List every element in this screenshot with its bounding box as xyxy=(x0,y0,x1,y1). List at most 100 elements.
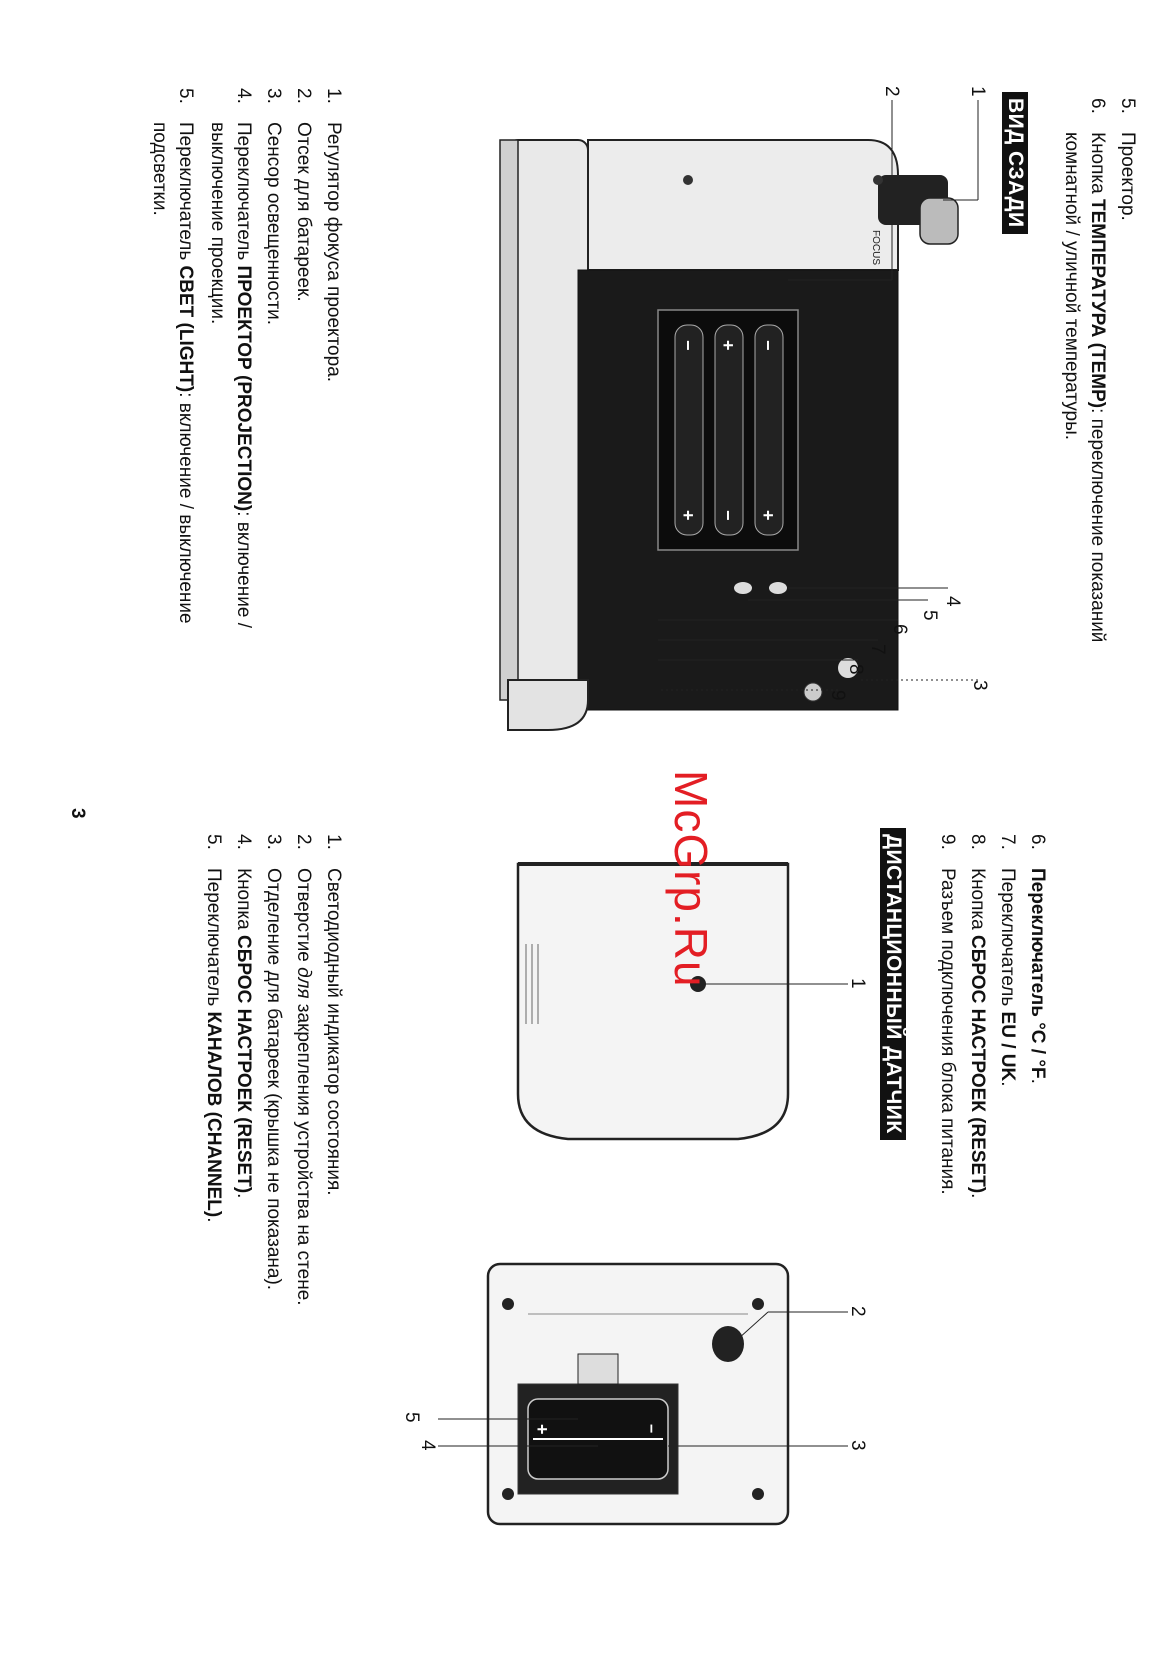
page-number: 3 xyxy=(67,808,88,819)
item-number: 5. xyxy=(203,834,224,850)
leader-lines xyxy=(438,1311,848,1447)
item-text: : включение / выключение xyxy=(175,392,196,624)
callout-9: 9 xyxy=(827,690,848,701)
list-item: 9.Разъем подключения блока питания. xyxy=(934,834,960,1195)
list-item: 1. Светодиодный индикатор состояния. xyxy=(320,834,346,1196)
left-column: 5.Проектор. 6. Кнопка ТЕМПЕРАТУРА (TEMP):… xyxy=(0,0,1168,819)
section-heading-rear-view: ВИД СЗАДИ xyxy=(1002,92,1028,234)
callout-1: 1 xyxy=(847,978,868,989)
item-text: Кнопка xyxy=(967,868,988,935)
sensor-front xyxy=(516,862,790,1141)
callout-7: 7 xyxy=(867,644,888,655)
item-bold-text: Переключатель °C / °F xyxy=(1027,868,1048,1079)
minus-sign: − xyxy=(678,340,698,351)
plus-sign: + xyxy=(758,510,778,521)
screw xyxy=(873,175,883,185)
item-number: 5. xyxy=(1117,98,1138,114)
screw xyxy=(502,1298,514,1310)
power-socket xyxy=(803,682,823,702)
item-continuation: подсветки. xyxy=(149,122,170,216)
plus-sign: + xyxy=(718,340,738,351)
item-text: Переключатель xyxy=(997,868,1018,1012)
list-item: 3. Сенсор освещенности. xyxy=(260,88,286,325)
item-text: Разъем подключения блока питания. xyxy=(937,868,958,1195)
battery xyxy=(754,324,784,536)
item-text: Отверстие xyxy=(293,868,314,968)
callout-4: 4 xyxy=(942,596,963,607)
battery xyxy=(714,324,744,536)
item-text: Отделение для батареек (крышка не показа… xyxy=(263,868,284,1291)
callout-1: 1 xyxy=(967,86,988,97)
right-column: 6.Переключатель °C / °F. 7.Переключатель… xyxy=(0,828,1168,1634)
callout-3: 3 xyxy=(847,1440,868,1451)
leader-lines xyxy=(658,100,979,691)
item-text: : включение / xyxy=(233,511,254,628)
right-end-cap xyxy=(507,679,589,731)
switch xyxy=(734,582,752,594)
callout-5: 5 xyxy=(919,610,940,621)
minus-sign: − xyxy=(642,1424,659,1433)
item-number: 4. xyxy=(233,88,254,104)
device-base-edge xyxy=(499,139,519,701)
status-led xyxy=(690,976,706,992)
switch xyxy=(769,582,787,594)
focus-knob-cap xyxy=(919,197,959,245)
minus-sign: − xyxy=(758,340,778,351)
item-text: . xyxy=(1027,1078,1048,1084)
item-italic-text: для xyxy=(293,967,314,999)
list-item: 2.Отверстие для закрепления устройства н… xyxy=(290,834,316,1306)
item-text: Светодиодный индикатор состояния. xyxy=(323,868,344,1196)
item-number: 1. xyxy=(323,834,344,850)
item-bold-text: СБРОС НАСТРОЕК (RESET) xyxy=(233,935,254,1194)
remote-sensor-figure: − + xyxy=(438,862,848,1526)
item-text: Кнопка xyxy=(233,868,254,935)
item-text: . xyxy=(203,1217,224,1223)
list-item: 2. Отсек для батареек. xyxy=(290,88,316,302)
screw xyxy=(752,1298,764,1310)
item-bold-text: ТЕМПЕРАТУРА (TEMP) xyxy=(1087,199,1108,409)
list-item: 3.Отделение для батареек (крышка не пока… xyxy=(260,834,286,1290)
item-number: 5. xyxy=(175,88,196,104)
item-number: 6. xyxy=(1087,98,1108,114)
item-bold-text: ПРОЕКТОР (PROJECTION) xyxy=(233,265,254,512)
callout-2: 2 xyxy=(847,1306,868,1317)
item-number: 8. xyxy=(967,834,988,850)
item-bold-text: СВЕТ (LIGHT) xyxy=(175,265,196,393)
item-text: Кнопка xyxy=(1087,132,1108,199)
item-number: 2. xyxy=(293,88,314,104)
callout-3: 3 xyxy=(969,680,990,691)
callout-8: 8 xyxy=(845,664,866,675)
list-item: 7. Переключатель EU / UK. xyxy=(994,834,1020,1087)
list-item: 8. Кнопка СБРОС НАСТРОЕК (RESET). xyxy=(964,834,990,1198)
screw xyxy=(752,1488,764,1500)
item-text: : переключение показаний xyxy=(1087,408,1108,643)
item-text: закрепления устройства на стене. xyxy=(293,998,314,1306)
projector-housing xyxy=(587,139,899,271)
focus-label: FOCUS xyxy=(870,230,881,265)
screw xyxy=(502,1488,514,1500)
device-base xyxy=(507,139,589,701)
wall-mount-hole xyxy=(712,1326,744,1362)
item-text: . xyxy=(967,1193,988,1199)
item-text: . xyxy=(997,1081,1018,1087)
callout-4: 4 xyxy=(417,1440,438,1451)
item-text: . xyxy=(233,1193,254,1199)
item-text: Отсек для батареек. xyxy=(293,122,314,302)
item-number: 7. xyxy=(997,834,1018,850)
item-number: 3. xyxy=(263,88,284,104)
minus-sign: − xyxy=(718,510,738,521)
list-item: 4.Переключатель ПРОЕКТОР (PROJECTION): в… xyxy=(204,88,256,628)
item-bold-text: СБРОС НАСТРОЕК (RESET) xyxy=(967,935,988,1194)
list-item: 5.Проектор. xyxy=(1114,98,1140,221)
item-bold-text: КАНАЛОВ (CHANNEL) xyxy=(203,1011,224,1218)
light-sensor xyxy=(838,658,858,678)
list-item: 5.Переключатель КАНАЛОВ (CHANNEL). xyxy=(200,834,226,1222)
item-text: Сенсор освещенности. xyxy=(263,122,284,326)
list-item: 1.Регулятор фокуса проектора. xyxy=(320,88,346,382)
reset-button xyxy=(577,1353,619,1385)
item-bold-text: EU / UK xyxy=(997,1011,1018,1082)
list-item: 4.Кнопка СБРОС НАСТРОЕК (RESET). xyxy=(230,834,256,1198)
callout-5: 5 xyxy=(401,1412,422,1423)
plus-sign: + xyxy=(678,510,698,521)
item-continuation: выключение проекции. xyxy=(207,122,228,325)
